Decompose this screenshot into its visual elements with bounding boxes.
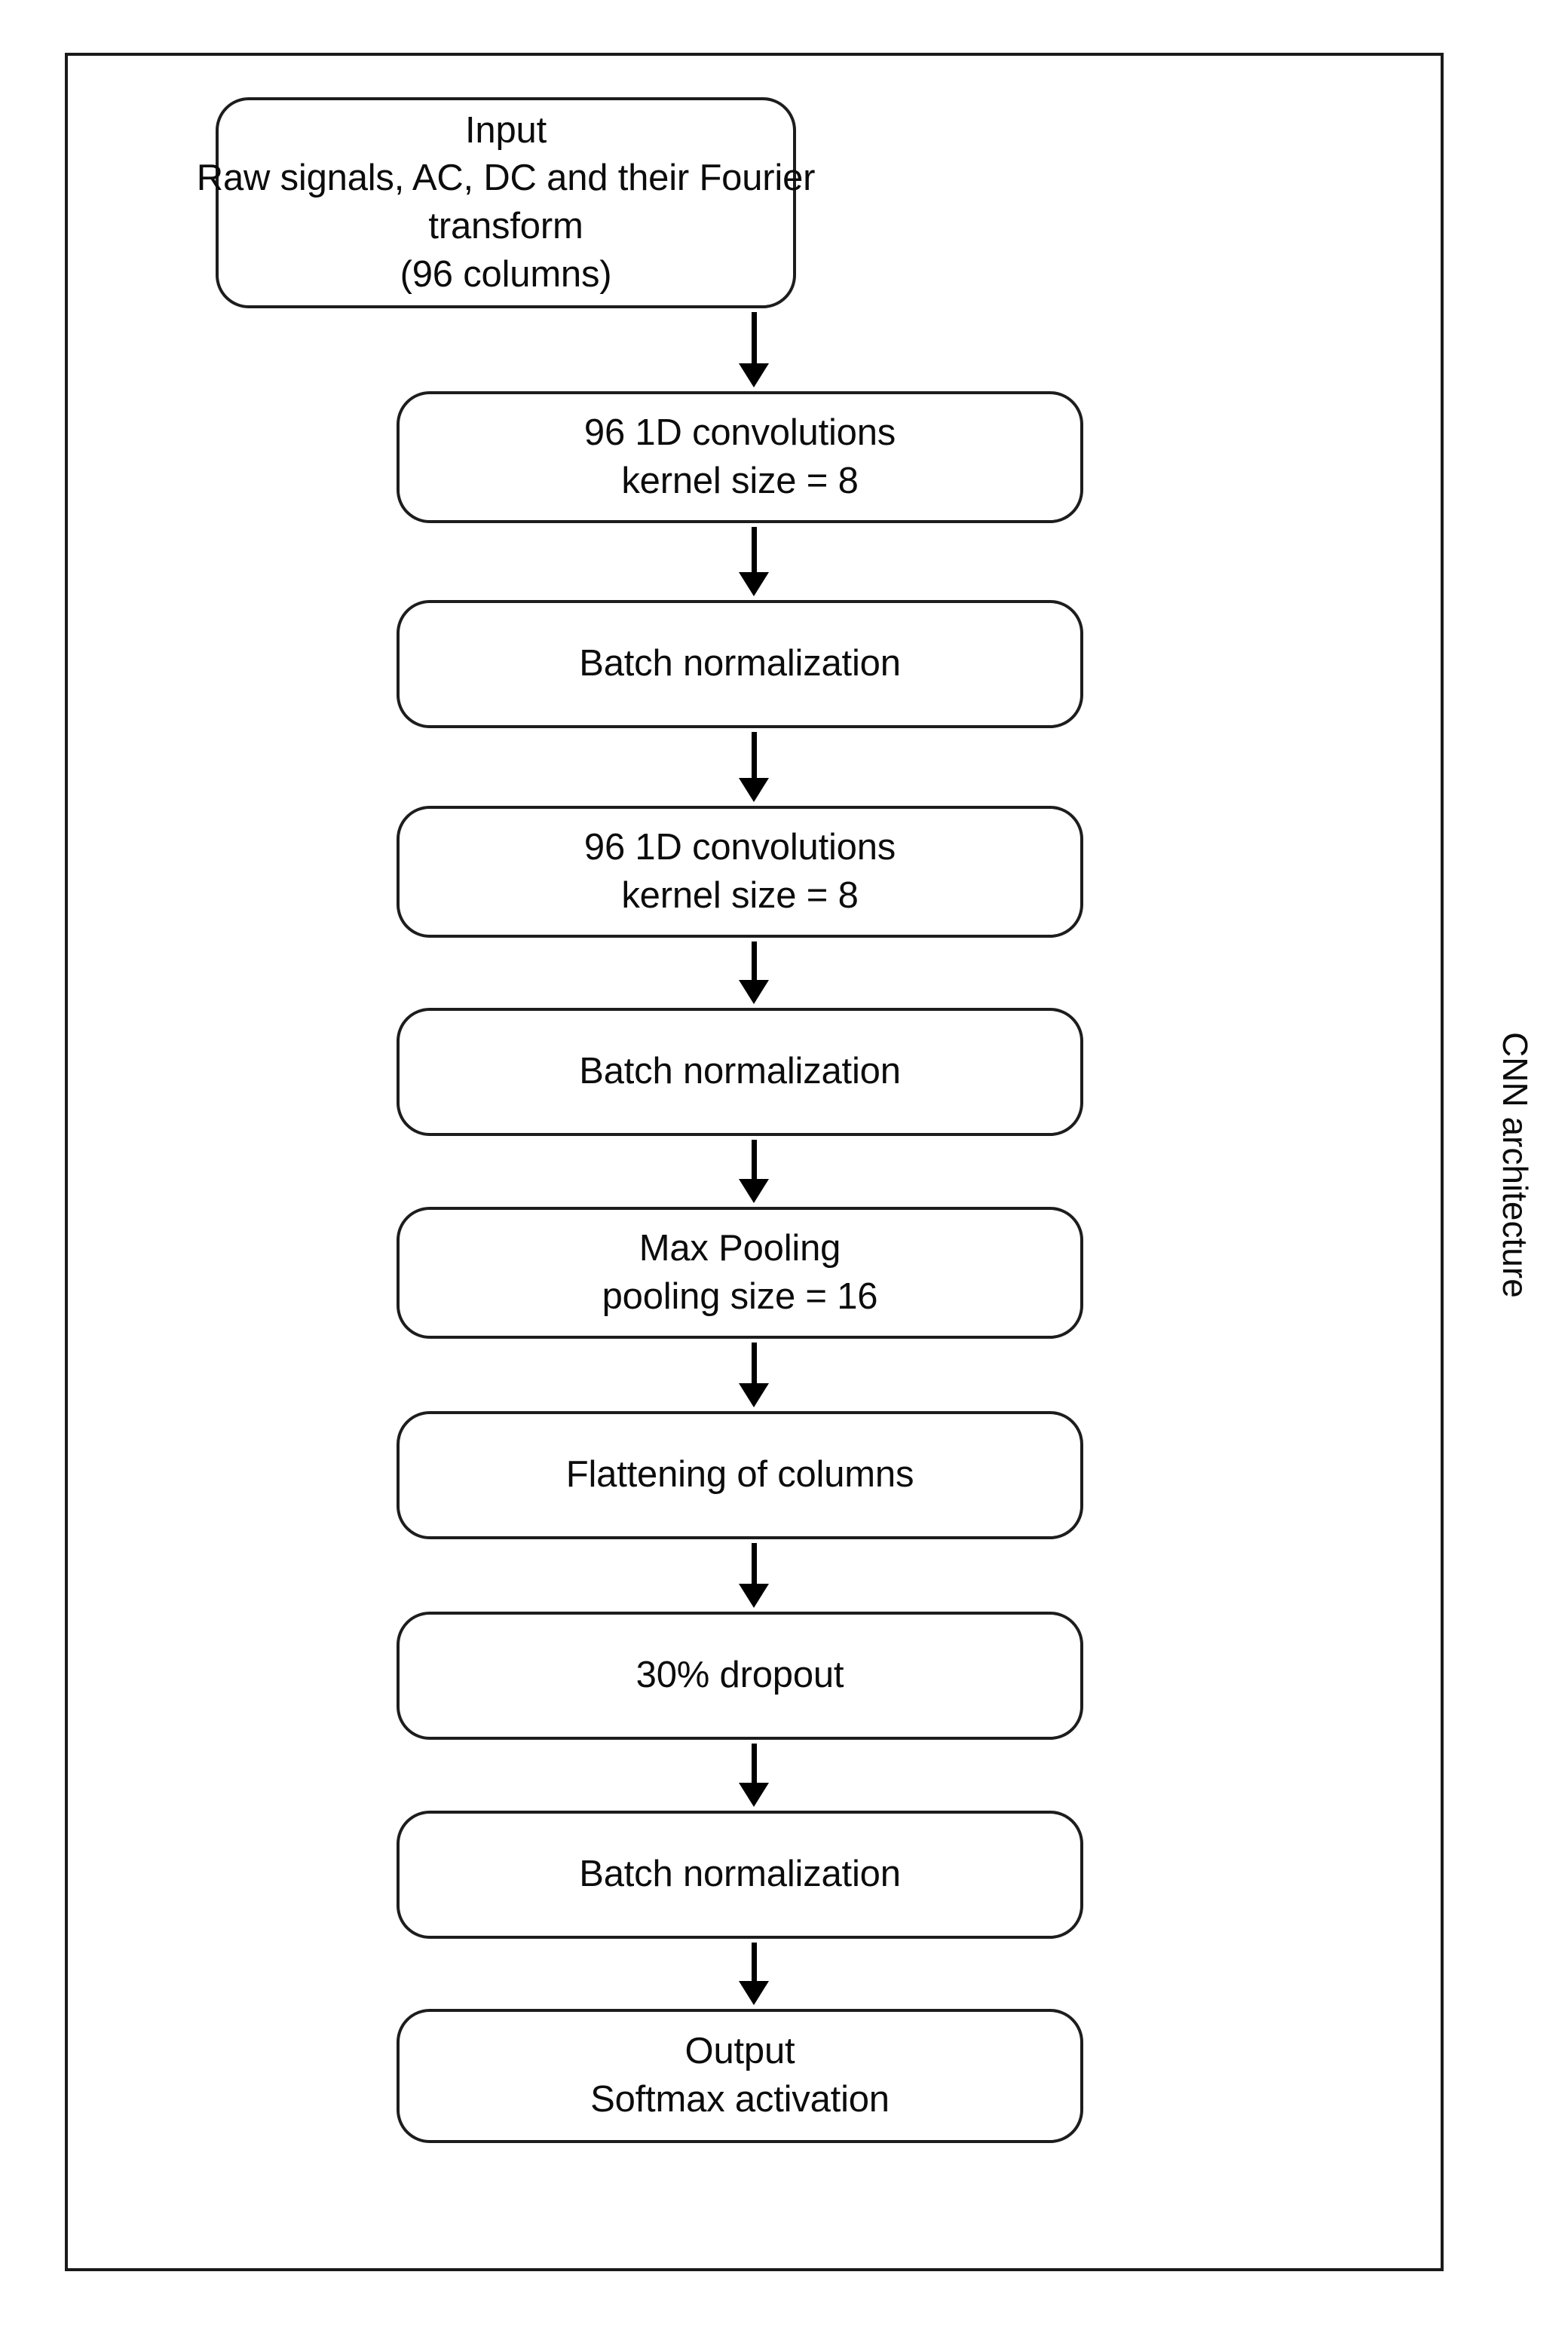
down-arrow-icon (739, 1140, 769, 1203)
flow-node-dropout: 30% dropout (397, 1612, 1083, 1740)
flow-node-input-line-4: (96 columns) (400, 253, 612, 295)
arrow-shaft (751, 1943, 757, 1982)
flow-node-batchnorm-3-line-1: Batch normalization (579, 1854, 901, 1895)
flow-node-output-line-2: Softmax activation (590, 2079, 890, 2120)
flow-node-conv-1-line-2: kernel size = 8 (621, 460, 859, 501)
flow-node-max-pooling-line-2: pooling size = 16 (602, 1275, 878, 1317)
down-arrow-icon (739, 941, 769, 1004)
arrow-head (739, 1179, 769, 1203)
arrow-shaft (751, 527, 757, 573)
arrow-shaft (751, 732, 757, 779)
flow-node-input-line-2: Raw signals, AC, DC and their Fourier (196, 158, 816, 199)
flow-node-batchnorm-2-line-1: Batch normalization (579, 1051, 901, 1092)
arrow-shaft (751, 1343, 757, 1384)
arrow-head (739, 778, 769, 802)
arrow-shaft (751, 1543, 757, 1584)
arrow-shaft (751, 1140, 757, 1180)
flow-node-batchnorm-1: Batch normalization (397, 600, 1083, 728)
flow-node-input-line-3: transform (428, 206, 583, 246)
arrow-shaft (751, 312, 757, 364)
arrow-head (739, 363, 769, 387)
flow-node-output-line-1: Output (684, 2031, 795, 2072)
flow-node-output: Output Softmax activation (397, 2009, 1083, 2143)
arrow-shaft (751, 941, 757, 981)
arrow-shaft (751, 1744, 757, 1783)
down-arrow-icon (739, 1543, 769, 1608)
flow-node-max-pooling: Max Pooling pooling size = 16 (397, 1207, 1083, 1339)
down-arrow-icon (739, 1343, 769, 1407)
flow-node-input: Input Raw signals, AC, DC and their Four… (197, 97, 815, 308)
figure-caption-text: CNN architecture (1496, 1032, 1535, 1298)
flow-node-flatten: Flattening of columns (397, 1411, 1083, 1539)
flow-node-conv-2: 96 1D convolutions kernel size = 8 (397, 806, 1083, 938)
flow-node-batchnorm-2: Batch normalization (397, 1008, 1083, 1136)
figure-caption: CNN architecture (1478, 0, 1553, 2330)
arrow-head (739, 572, 769, 596)
flow-node-input-line-1: Input (465, 109, 547, 151)
arrow-head (739, 1783, 769, 1807)
flow-node-dropout-line-1: 30% dropout (635, 1655, 844, 1696)
arrow-head (739, 980, 769, 1004)
flowchart-column: Input Raw signals, AC, DC and their Four… (68, 56, 1441, 2268)
flow-node-conv-2-line-2: kernel size = 8 (621, 874, 859, 916)
down-arrow-icon (739, 527, 769, 596)
flow-node-max-pooling-line-1: Max Pooling (639, 1227, 841, 1269)
flow-node-conv-1: 96 1D convolutions kernel size = 8 (397, 391, 1083, 523)
down-arrow-icon (739, 1943, 769, 2005)
arrow-head (739, 1584, 769, 1608)
arrow-head (739, 1383, 769, 1407)
arrow-head (739, 1981, 769, 2005)
down-arrow-icon (739, 732, 769, 802)
flow-node-batchnorm-3: Batch normalization (397, 1811, 1083, 1939)
figure-outer-frame: Input Raw signals, AC, DC and their Four… (65, 53, 1444, 2271)
flow-node-flatten-line-1: Flattening of columns (565, 1454, 914, 1496)
down-arrow-icon (739, 312, 769, 387)
flow-node-batchnorm-1-line-1: Batch normalization (579, 643, 901, 684)
down-arrow-icon (739, 1744, 769, 1807)
flow-node-conv-1-line-1: 96 1D convolutions (583, 412, 896, 453)
flow-node-conv-2-line-1: 96 1D convolutions (583, 826, 896, 868)
